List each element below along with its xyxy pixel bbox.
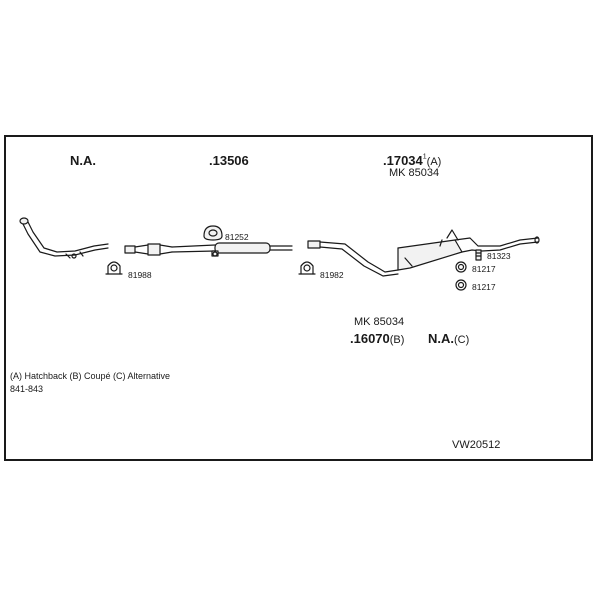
label-hanger-81323: 81323: [487, 251, 511, 261]
label-ring-81217-b: 81217: [472, 282, 496, 292]
part-16070-suffix: (B): [389, 334, 405, 346]
part-17034-suffix: (A): [426, 156, 442, 168]
diagram-frame: [4, 135, 593, 461]
label-clamp-81982: 81982: [320, 270, 344, 280]
label-mk-top: MK 85034: [389, 167, 440, 179]
label-mk-bottom: MK 85034: [354, 316, 405, 328]
label-na-left: N.A.: [70, 153, 96, 168]
label-part-17034: .170341(A): [383, 153, 441, 169]
part-17034-sup: 1: [422, 153, 427, 161]
diagram-id: VW20512: [452, 439, 501, 451]
part-17034-number: .17034: [383, 153, 423, 168]
legend-note: (A) Hatchback (B) Coupé (C) Alternative: [10, 371, 171, 381]
part-16070-number: .16070: [350, 331, 390, 346]
label-part-13506: .13506: [209, 153, 249, 168]
label-mount-81252: 81252: [225, 232, 249, 242]
na-right-text: N.A.: [428, 331, 454, 346]
label-ring-81217-a: 81217: [472, 264, 496, 274]
label-na-right: N.A.(C): [428, 331, 469, 347]
na-right-suffix: (C): [454, 334, 470, 346]
label-part-16070: .16070(B): [350, 331, 404, 347]
label-clamp-81988: 81988: [128, 270, 152, 280]
range-note: 841-843: [10, 384, 44, 394]
